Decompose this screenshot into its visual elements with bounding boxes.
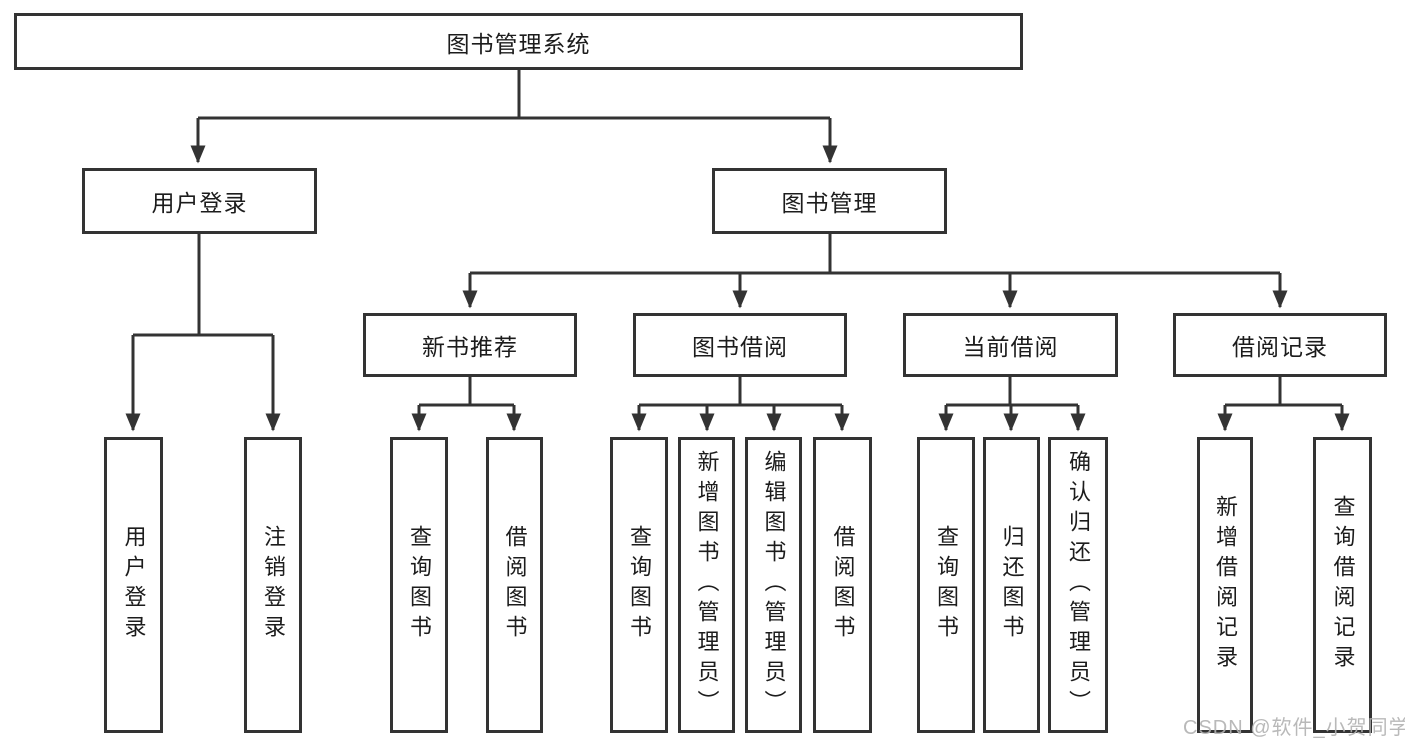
leaf-newbook-borrow-books: 借阅图书	[486, 437, 543, 733]
leaf-user-login: 用户登录	[104, 437, 163, 733]
leaf-borrow-query-books: 查询图书	[610, 437, 668, 733]
leaf-logout: 注销登录	[244, 437, 302, 733]
node-borrowing-records: 借阅记录	[1173, 313, 1387, 377]
node-book-management: 图书管理	[712, 168, 947, 234]
leaf-borrow-borrow-books: 借阅图书	[813, 437, 872, 733]
leaf-current-return-books: 归还图书	[983, 437, 1040, 733]
node-current-borrowing: 当前借阅	[903, 313, 1118, 377]
leaf-records-query-record: 查询借阅记录	[1313, 437, 1372, 733]
leaf-current-query-books: 查询图书	[917, 437, 975, 733]
node-book-borrowing: 图书借阅	[633, 313, 847, 377]
leaf-current-confirm-return-admin: 确认归还（管理员）	[1048, 437, 1108, 733]
leaf-borrow-edit-books-admin: 编辑图书（管理员）	[745, 437, 802, 733]
node-new-book-recommend: 新书推荐	[363, 313, 577, 377]
leaf-borrow-add-books-admin: 新增图书（管理员）	[678, 437, 735, 733]
leaf-newbook-query-books: 查询图书	[390, 437, 448, 733]
node-user-login: 用户登录	[82, 168, 317, 234]
leaf-records-add-record: 新增借阅记录	[1197, 437, 1253, 733]
watermark: CSDN @软件_小贺同学	[1183, 717, 1405, 739]
node-library-system: 图书管理系统	[14, 13, 1023, 70]
